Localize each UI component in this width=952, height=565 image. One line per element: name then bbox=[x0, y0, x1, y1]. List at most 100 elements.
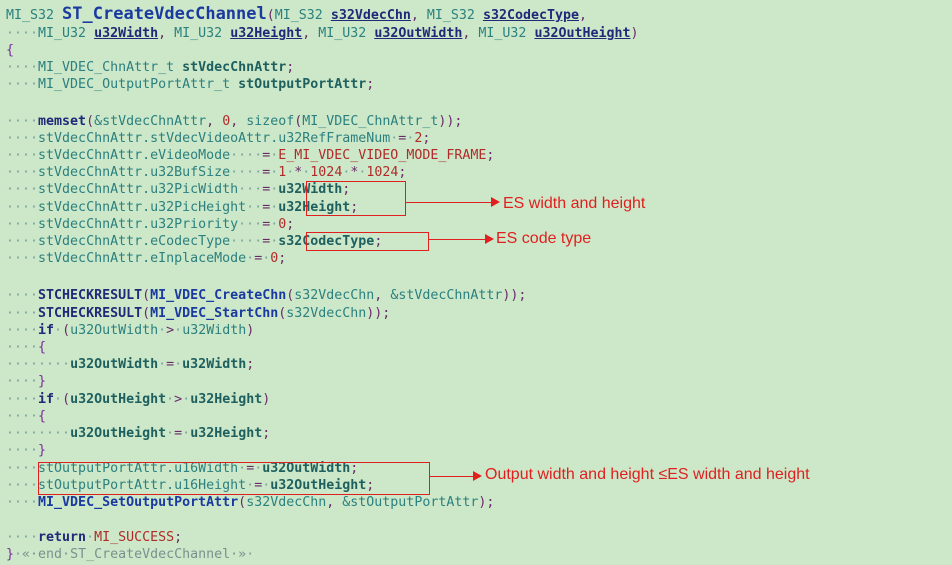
code-token: ···· bbox=[6, 234, 39, 249]
code-token: MI_VDEC_StartChn bbox=[150, 306, 279, 321]
code-line: ····stVdecChnAttr.u32PicHeight··=·u32Hei… bbox=[6, 199, 358, 216]
code-token: · bbox=[166, 426, 175, 441]
code-token: ···· bbox=[230, 165, 263, 180]
code-token: = bbox=[254, 251, 263, 266]
code-token: * bbox=[294, 165, 303, 180]
code-line: ····stVdecChnAttr.eVideoMode····=·E_MI_V… bbox=[6, 147, 494, 164]
code-token: u32Width bbox=[278, 182, 343, 197]
code-token: ···· bbox=[6, 495, 39, 510]
code-token: STCHECKRESULT bbox=[38, 306, 143, 321]
code-token: = bbox=[246, 461, 255, 476]
code-token: MI_U32 bbox=[174, 26, 231, 41]
code-line: ····if·(u32OutWidth·>·u32Width) bbox=[6, 322, 254, 339]
code-token: ···· bbox=[6, 131, 39, 146]
code-token: stVdecChnAttr.u32PicHeight bbox=[38, 200, 247, 215]
code-token: ···· bbox=[6, 530, 39, 545]
code-token: 1024 bbox=[366, 165, 399, 180]
code-token: · bbox=[158, 357, 167, 372]
highlight-es-codec bbox=[306, 232, 429, 251]
arrow-output-size bbox=[430, 476, 475, 477]
code-token: = bbox=[262, 234, 271, 249]
code-token: ; bbox=[246, 357, 255, 372]
code-token: ; bbox=[342, 182, 351, 197]
code-token: · bbox=[182, 392, 191, 407]
code-line: ····stOutputPortAttr.u16Width·=·u32OutWi… bbox=[6, 460, 358, 477]
arrow-es-size bbox=[406, 202, 493, 203]
code-token: u32OutHeight bbox=[70, 426, 167, 441]
code-token: · bbox=[270, 234, 279, 249]
code-token: ···· bbox=[6, 114, 39, 129]
code-token: ···· bbox=[6, 426, 39, 441]
code-token: ( bbox=[266, 8, 275, 23]
code-token: ···· bbox=[6, 288, 39, 303]
code-token: = bbox=[262, 200, 271, 215]
code-token: · bbox=[270, 182, 279, 197]
code-token: ···· bbox=[230, 148, 263, 163]
code-token: u32OutHeight bbox=[270, 478, 367, 493]
code-line: { bbox=[6, 42, 14, 59]
code-token: · bbox=[286, 165, 295, 180]
code-token: s32VdecChn bbox=[294, 288, 375, 303]
code-line: ····memset(&stVdecChnAttr, 0, sizeof(MI_… bbox=[6, 113, 462, 130]
code-token: s32CodecType bbox=[482, 8, 580, 23]
code-line: ····if·(u32OutHeight·>·u32Height) bbox=[6, 391, 270, 408]
code-token: ( bbox=[286, 288, 295, 303]
code-token: ···· bbox=[6, 409, 39, 424]
code-token: · bbox=[302, 165, 311, 180]
code-token: s32CodecType bbox=[278, 234, 375, 249]
code-token: · bbox=[158, 323, 167, 338]
code-token: ···· bbox=[6, 165, 39, 180]
code-token: u32Width bbox=[182, 357, 247, 372]
code-token: u32Width bbox=[182, 323, 247, 338]
code-token: ); bbox=[478, 495, 495, 510]
code-token: u32OutWidth bbox=[262, 461, 351, 476]
code-token: } bbox=[38, 443, 47, 458]
code-token: ; bbox=[350, 200, 359, 215]
code-token: · bbox=[166, 392, 175, 407]
code-token: MI_SUCCESS bbox=[94, 530, 175, 545]
code-token: ···· bbox=[6, 461, 39, 476]
code-token: stVdecChnAttr.eCodecType bbox=[38, 234, 231, 249]
code-token: > bbox=[166, 323, 175, 338]
code-token: · bbox=[262, 251, 271, 266]
code-token: stVdecChnAttr.u32PicWidth bbox=[38, 182, 239, 197]
code-token: 1024 bbox=[310, 165, 343, 180]
code-token: ( bbox=[294, 114, 303, 129]
code-token: · bbox=[358, 165, 367, 180]
code-token: 1 bbox=[278, 165, 287, 180]
code-token: ( bbox=[62, 323, 71, 338]
code-token: · bbox=[86, 530, 95, 545]
code-token: 2 bbox=[414, 131, 423, 146]
annotation-es-codec: ES code type bbox=[496, 230, 592, 247]
code-token: s32VdecChn bbox=[286, 306, 367, 321]
code-token: ; bbox=[374, 234, 383, 249]
code-token: ; bbox=[278, 251, 287, 266]
code-token: { bbox=[38, 340, 47, 355]
code-token: ; bbox=[366, 478, 375, 493]
code-token: u32Height bbox=[230, 26, 303, 41]
code-token: ···· bbox=[6, 77, 39, 92]
code-token: · bbox=[238, 461, 247, 476]
code-token: ( bbox=[238, 495, 247, 510]
code-line: ····} bbox=[6, 373, 46, 390]
code-token: ; bbox=[398, 165, 407, 180]
code-token: = bbox=[262, 182, 271, 197]
code-token: , bbox=[302, 26, 319, 41]
code-token: ··· bbox=[238, 217, 263, 232]
code-token: ) bbox=[262, 392, 271, 407]
code-token: , bbox=[462, 26, 479, 41]
code-token: stOutputPortAttr.u16Width bbox=[38, 461, 239, 476]
code-token: sizeof bbox=[246, 114, 295, 129]
arrowhead-es-codec bbox=[485, 234, 494, 244]
code-token: ; bbox=[286, 217, 295, 232]
code-line: ····return·MI_SUCCESS; bbox=[6, 529, 182, 546]
code-line: ····stVdecChnAttr.eInplaceMode·=·0; bbox=[6, 250, 286, 267]
code-line: ····stOutputPortAttr.u16Height·=·u32OutH… bbox=[6, 477, 374, 494]
code-token: ···· bbox=[6, 182, 39, 197]
code-token: )); bbox=[438, 114, 463, 129]
code-token: stVdecChnAttr.eVideoMode bbox=[38, 148, 231, 163]
code-token: , bbox=[410, 8, 427, 23]
code-token: s32VdecChn bbox=[246, 495, 327, 510]
code-token: stOutputPortAttr.u16Height bbox=[38, 478, 247, 493]
